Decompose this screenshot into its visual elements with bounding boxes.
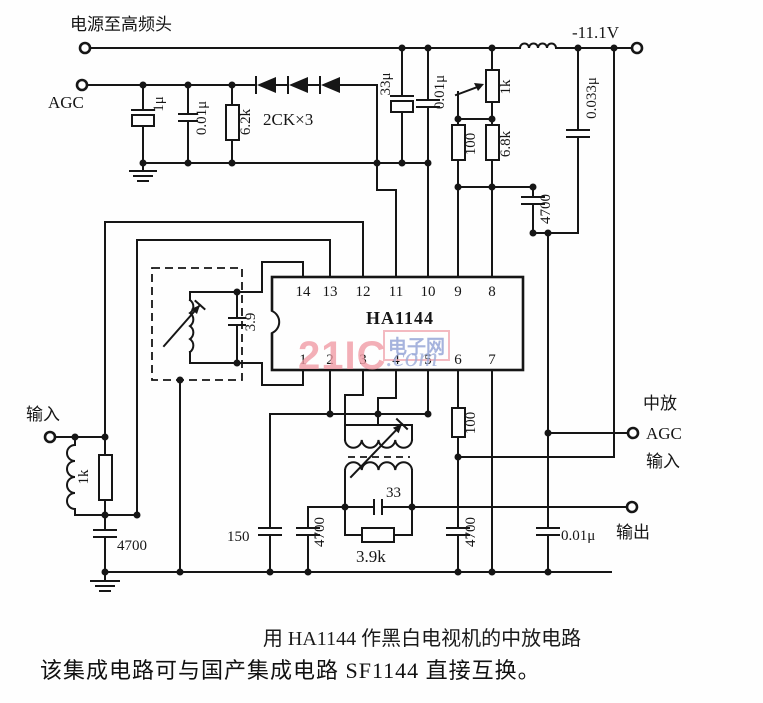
- pin-11: 11: [389, 284, 403, 300]
- capacitor-001u-agc: [178, 84, 198, 164]
- if-agc-label-2: AGC: [646, 424, 682, 443]
- input-coil: [66, 436, 106, 516]
- tuned-coil: [162, 291, 263, 364]
- label-4700-mid: 4700: [312, 517, 328, 547]
- pin-13: 13: [323, 284, 338, 300]
- capacitor-001u-mid: [416, 47, 440, 278]
- capacitor-33u: [390, 47, 414, 164]
- label-001u-out: 0.01μ: [561, 528, 595, 544]
- circuit-schematic: HA1144 14 13 12 11 10 9 8 1 2 3 4 5 6 7: [26, 15, 682, 592]
- pin-3: 3: [359, 352, 367, 368]
- pin-4: 4: [392, 352, 400, 368]
- ic-top-pin-numbers: 14 13 12 11 10 9 8: [296, 284, 496, 300]
- resistor-39k: [344, 506, 413, 543]
- label-001u-mid: 0.01μ: [432, 75, 448, 109]
- pin-9: 9: [454, 284, 462, 300]
- resistor-100-bot: [451, 369, 466, 458]
- label-33u: 33μ: [378, 72, 394, 95]
- capacitor-4700-right: [446, 456, 470, 573]
- label-100-top: 100: [463, 133, 479, 156]
- transformer-primary: [343, 424, 414, 449]
- ic-ha1144: HA1144 14 13 12 11 10 9 8 1 2 3 4 5 6 7: [270, 275, 525, 372]
- label-1k-in: 1k: [76, 469, 92, 485]
- transformer-secondary: [343, 461, 414, 508]
- pin-7: 7: [488, 352, 496, 368]
- wire-pin14: [261, 261, 304, 293]
- supply-label: -11.1V: [572, 23, 620, 42]
- terminal-output: [625, 500, 639, 514]
- pin-12: 12: [356, 284, 371, 300]
- figure-note: 该集成电路可与国产集成电路 SF1144 直接互换。: [40, 658, 541, 683]
- junction-dots: [71, 44, 618, 576]
- label-39: 3.9: [243, 313, 259, 332]
- capacitor-150: [258, 413, 282, 573]
- top-supply-rail: [89, 42, 633, 50]
- terminal-power: [78, 41, 92, 55]
- label-1u: 1μ: [151, 96, 167, 112]
- capacitor-33: [307, 499, 628, 515]
- label-0033u: 0.033μ: [584, 77, 600, 119]
- label-diodes: 2CK×3: [263, 110, 313, 129]
- pin-10: 10: [421, 284, 436, 300]
- resistor-68k: [485, 101, 500, 278]
- terminal-supply: [630, 41, 644, 55]
- if-agc-label-3: 输入: [646, 452, 680, 471]
- component-labels: 1μ 0.01μ 6.2k 2CK×3 33μ 0.01μ 1k 100 6.8…: [76, 72, 600, 566]
- terminal-labels: 电源至高频头 AGC -11.1V 输入 中放 AGC 输入 输出: [26, 15, 682, 542]
- wire-pin12: [104, 221, 364, 278]
- label-62k: 6.2k: [238, 108, 254, 135]
- wire-pin13: [136, 239, 331, 278]
- diode-chain: [255, 76, 340, 94]
- wire-pin4: [377, 369, 397, 426]
- if-agc-label-1: 中放: [643, 394, 677, 413]
- capacitor-0033u: [566, 47, 590, 234]
- capacitor-39: [228, 291, 246, 364]
- terminal-agc: [75, 78, 89, 92]
- label-pot-1k: 1k: [498, 79, 514, 95]
- capacitor-4700-mid: [296, 506, 320, 573]
- wire-pin3: [344, 369, 364, 426]
- input-label: 输入: [26, 405, 60, 424]
- pin-6: 6: [454, 352, 462, 368]
- capacitor-001u-out: [536, 232, 560, 573]
- potentiometer-1k: [454, 47, 500, 103]
- ic-name: HA1144: [366, 308, 434, 328]
- label-4700-right: 4700: [463, 517, 479, 547]
- pin-5: 5: [424, 352, 432, 368]
- label-39k: 3.9k: [356, 547, 386, 566]
- pin-14: 14: [296, 284, 312, 300]
- capacitor-1u: [131, 84, 155, 164]
- label-68k: 6.8k: [498, 130, 514, 157]
- wire-pin1: [261, 362, 304, 386]
- wire-pin11: [376, 84, 397, 278]
- if-transformer: [343, 417, 414, 508]
- power-label: 电源至高频头: [70, 15, 172, 34]
- label-001u-agc: 0.01μ: [194, 101, 210, 135]
- terminal-input: [43, 430, 57, 444]
- figure-caption: 用 HA1144 作黑白电视机的中放电路: [262, 628, 582, 650]
- label-4700-top: 4700: [538, 194, 554, 224]
- output-label: 输出: [616, 523, 650, 542]
- input-network: [54, 221, 138, 573]
- terminal-if-agc: [626, 426, 640, 440]
- pin-8: 8: [488, 284, 496, 300]
- filter-inductor: [518, 42, 558, 50]
- pin-2: 2: [326, 352, 334, 368]
- label-4700-in: 4700: [117, 538, 147, 554]
- agc-label: AGC: [48, 93, 84, 112]
- pin-1: 1: [299, 352, 307, 368]
- label-33: 33: [386, 485, 401, 501]
- label-100-bot: 100: [463, 412, 479, 435]
- label-150: 150: [227, 529, 250, 545]
- resistor-1k-in: [98, 454, 113, 501]
